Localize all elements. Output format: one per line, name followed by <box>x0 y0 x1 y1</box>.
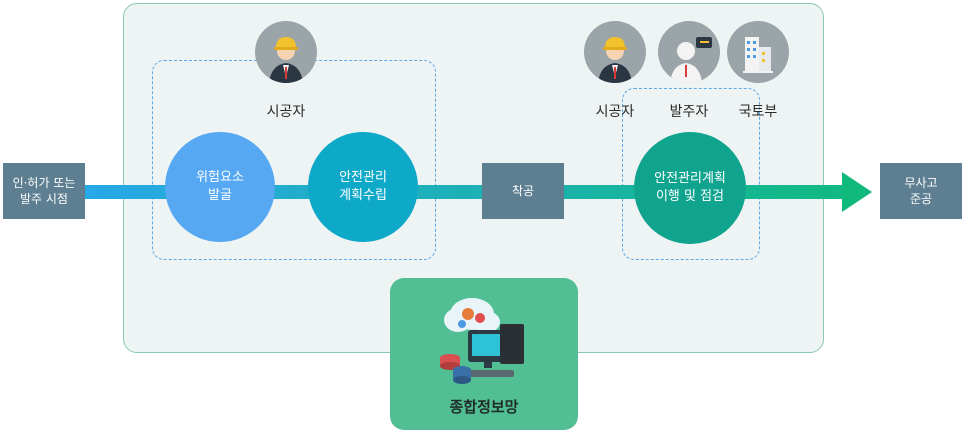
contractor-label-right: 시공자 <box>595 104 635 120</box>
worker-avatar-icon <box>584 21 646 83</box>
contractor-label-left: 시공자 <box>266 104 306 120</box>
execute-circle: 안전관리계획 이행 및 점검 <box>634 132 746 244</box>
worker-avatar-icon <box>255 21 317 83</box>
end-box: 무사고 준공 <box>880 163 962 219</box>
ministry-label: 국토부 <box>738 104 778 120</box>
integrated-network-box <box>390 278 578 430</box>
start-construction-box: 착공 <box>482 163 564 219</box>
risk-circle: 위험요소 발굴 <box>165 132 275 242</box>
client-avatar-icon <box>658 21 720 83</box>
computer-network-icon <box>440 298 524 384</box>
execution-group <box>622 88 760 260</box>
building-icon <box>727 21 789 83</box>
network-label: 종합정보망 <box>449 398 519 416</box>
plan-circle: 안전관리 계획수립 <box>308 132 418 242</box>
client-label: 발주자 <box>669 104 709 120</box>
start-box: 인·허가 또는 발주 시점 <box>3 163 85 219</box>
